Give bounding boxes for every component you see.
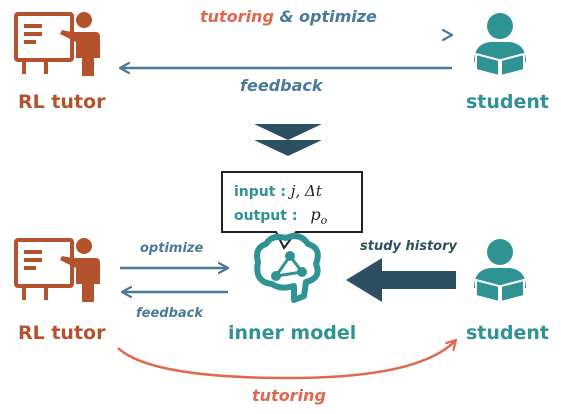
inner-model-label: inner model: [228, 322, 357, 344]
callout-output-value: po: [310, 205, 328, 228]
top-feedback-label: feedback: [240, 76, 323, 95]
top-student-icon: [473, 12, 527, 77]
tutoring-word: tutoring: [200, 7, 274, 26]
callout-input-row: input : j, Δt: [234, 182, 322, 200]
top-forward-arrow-label: tutoring & optimize: [200, 7, 377, 26]
bottom-tutoring-label: tutoring: [252, 386, 326, 405]
bottom-student-icon: [473, 238, 527, 303]
top-tutor-label: RL tutor: [18, 91, 106, 113]
study-history-arrow: [346, 258, 456, 302]
double-chevron-down-icon: [254, 124, 322, 156]
bottom-tutor-label: RL tutor: [18, 322, 106, 344]
optimize-word: optimize: [299, 7, 377, 26]
callout-input-value: j, Δt: [290, 182, 322, 200]
callout-output-label: output :: [234, 208, 298, 224]
ampersand: &: [273, 7, 299, 26]
bottom-student-label: student: [466, 322, 550, 344]
callout-output-row: output : po: [234, 205, 327, 227]
bottom-tutor-icon: [14, 236, 102, 304]
bottom-feedback-label: feedback: [136, 306, 204, 321]
bottom-optimize-label: optimize: [140, 241, 204, 256]
callout-output-sub: o: [320, 214, 328, 228]
top-student-label: student: [466, 91, 550, 113]
model-callout-bubble: [221, 171, 363, 250]
callout-input-label: input :: [234, 184, 286, 200]
bottom-tutoring-arrow: [117, 340, 456, 380]
top-tutor-icon: [14, 10, 102, 78]
study-history-label: study history: [360, 239, 457, 254]
brain-network-icon: [254, 233, 321, 303]
callout-output-base: p: [310, 205, 321, 224]
